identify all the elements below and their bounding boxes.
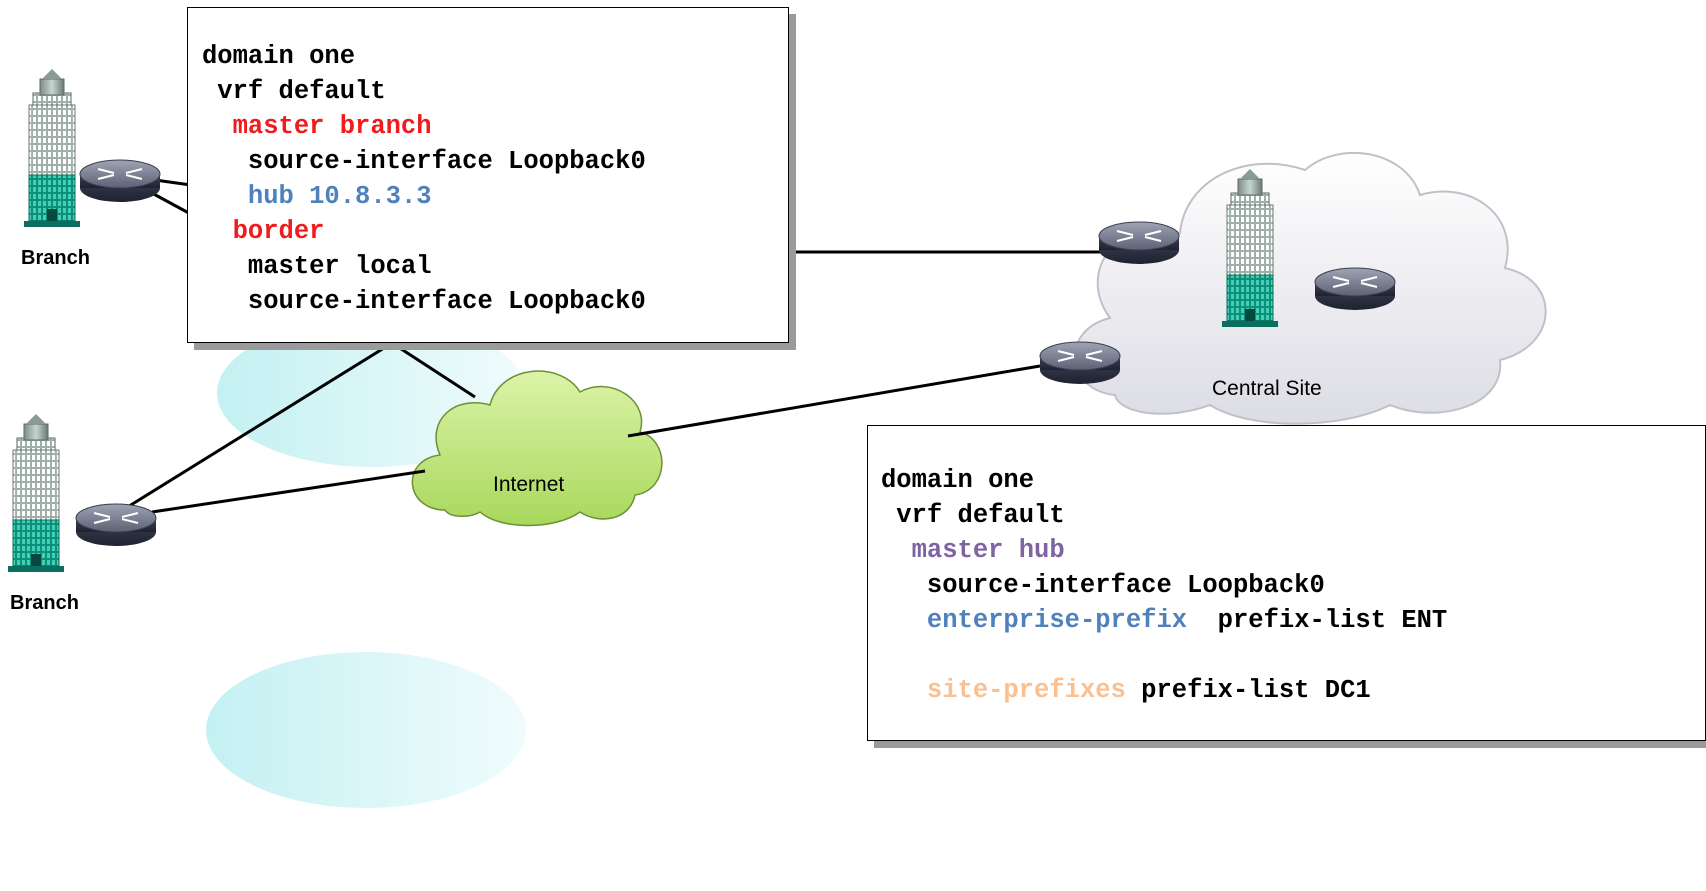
branch-config-line: source-interface Loopback0 xyxy=(202,147,646,176)
central-site-label: Central Site xyxy=(1212,377,1322,400)
branch-config-line: vrf default xyxy=(202,77,386,106)
branch-router-icon-bottom xyxy=(75,503,157,547)
internet-cloud-icon xyxy=(411,370,663,527)
hub-config-line: enterprise-prefix prefix-list ENT xyxy=(926,606,1448,635)
hub-config-line: site-prefixes prefix-list DC1 xyxy=(926,676,1371,705)
central-router-icon-2 xyxy=(1314,267,1396,311)
branch-label-bottom: Branch xyxy=(10,592,79,614)
site-prefixes-keyword: site-prefixes xyxy=(926,676,1126,705)
enterprise-prefix-keyword: enterprise-prefix xyxy=(926,606,1188,635)
master-hub-keyword: master hub xyxy=(911,536,1065,565)
hub-config-line: master hub xyxy=(881,536,1065,566)
branch-building-icon-top xyxy=(23,68,81,228)
branch-config-line: master local xyxy=(202,252,432,281)
branch-config-box: domain one vrf default master branch sou… xyxy=(187,7,789,343)
master-branch-keyword: master branch xyxy=(232,112,432,141)
branch-config-line: border xyxy=(202,217,325,247)
hub-address-keyword: hub 10.8.3.3 xyxy=(247,182,432,211)
hub-config-line: source-interface Loopback0 xyxy=(881,571,1325,600)
branch-label-top: Branch xyxy=(21,247,90,269)
hub-config-box: domain one vrf default master hub source… xyxy=(867,425,1706,741)
branch-config-line: source-interface Loopback0 xyxy=(202,287,646,316)
branch-config-line: master branch xyxy=(202,112,432,142)
branch-router-icon-top xyxy=(79,159,161,203)
border-keyword: border xyxy=(232,217,325,246)
site-ellipse-bottom xyxy=(206,652,526,808)
branch-config-line: hub 10.8.3.3 xyxy=(202,182,432,212)
branch-building-icon-bottom xyxy=(7,413,65,573)
central-router-icon-1 xyxy=(1098,221,1180,265)
branch-config-line: domain one xyxy=(202,42,356,71)
internet-label: Internet xyxy=(493,473,565,496)
hub-config-line: domain one xyxy=(881,466,1035,495)
central-router-icon-3 xyxy=(1039,341,1121,385)
connection-lines xyxy=(125,178,1115,514)
hub-config-line: vrf default xyxy=(881,501,1065,530)
